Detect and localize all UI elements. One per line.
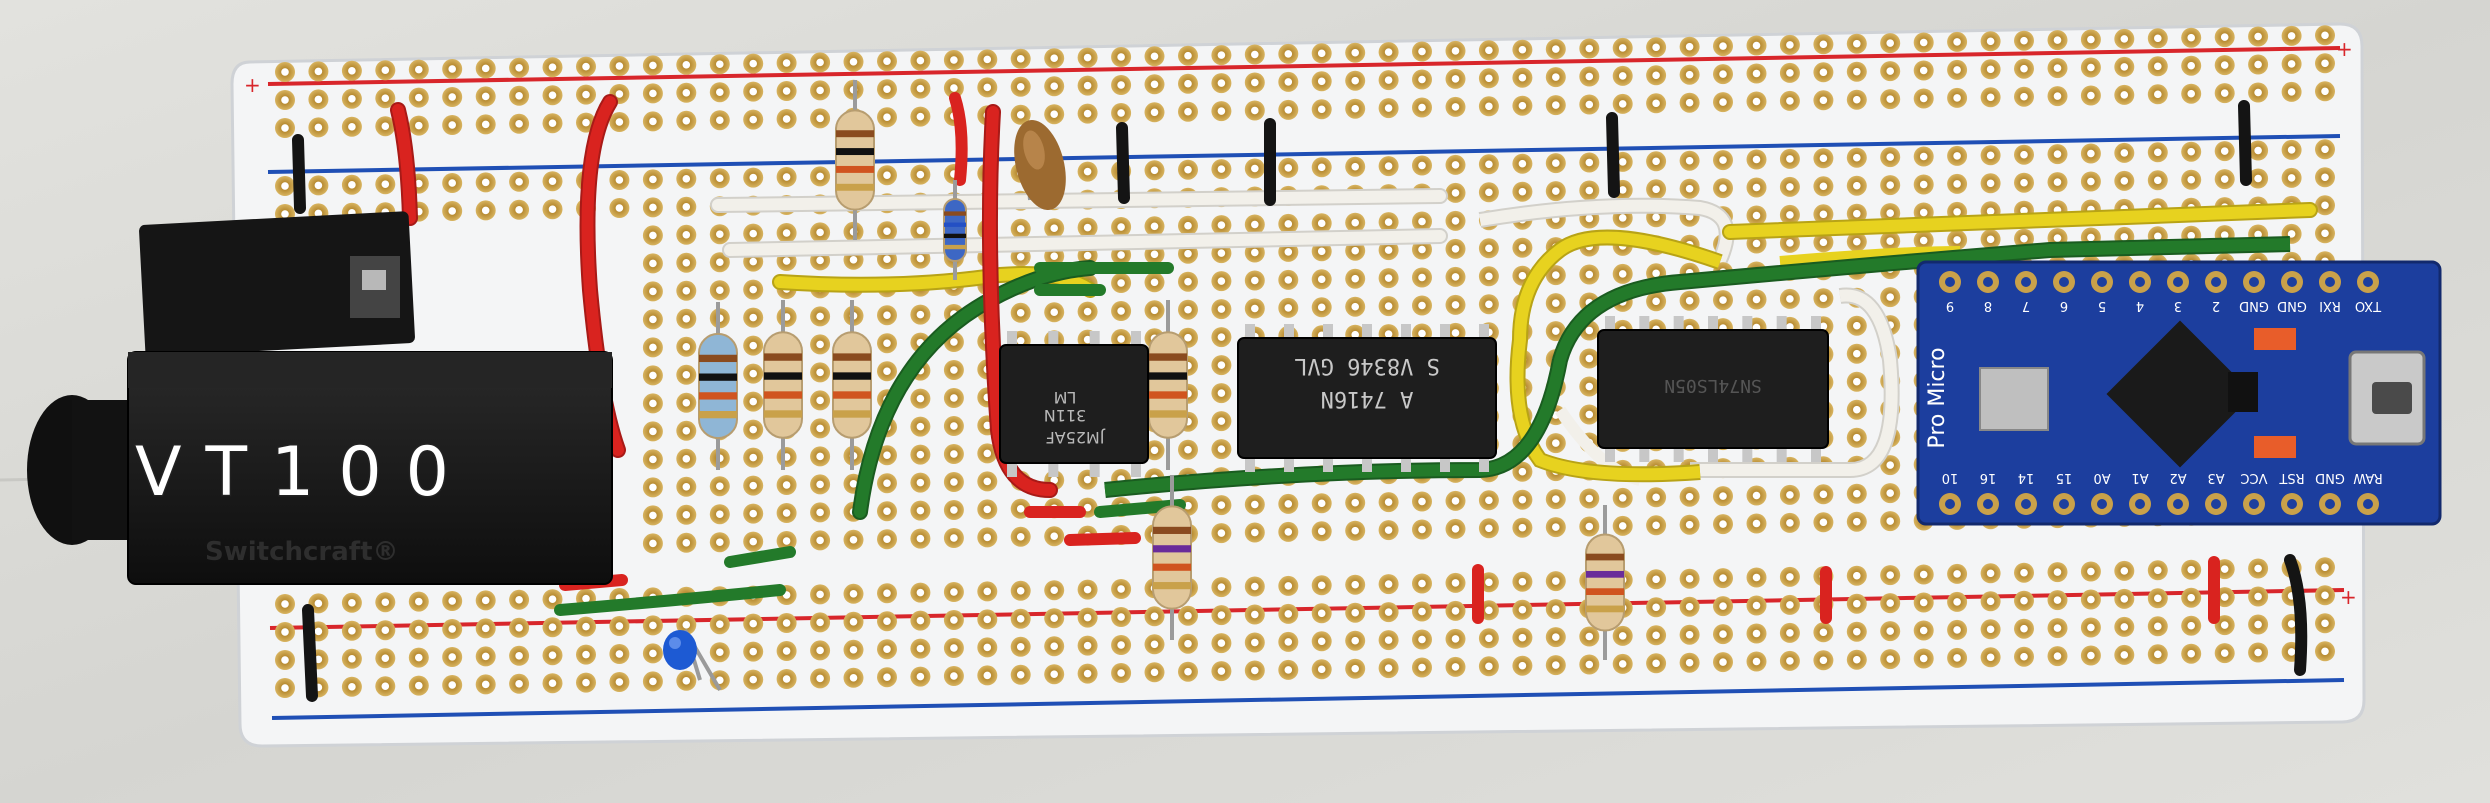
pro-micro-bottom-pin-label: RST	[2279, 470, 2304, 485]
pro-micro-bottom-pin-label: 16	[1980, 470, 1997, 485]
pro-micro-top-pin-label: RXI	[2319, 298, 2341, 313]
pro-micro-bottom-pin-label: 15	[2056, 470, 2073, 485]
ceramic-capacitor-brown	[1014, 119, 1066, 211]
svg-text:+: +	[2336, 37, 2353, 61]
chip-u2-line-1: S V8346 GVL	[1294, 353, 1440, 378]
pro-micro-bottom-pin-label: RAW	[2353, 470, 2383, 485]
pro-micro-top-pin-label: TXO	[2355, 298, 2382, 313]
pro-micro-top-pin-label: GND	[2239, 298, 2269, 313]
chip-lm311: LM 311N JM25AF	[999, 331, 1149, 477]
top-blue-rail	[267, 134, 2341, 174]
top-red-rail	[267, 46, 2341, 86]
pro-micro-bottom-pin-label: A0	[2093, 470, 2110, 485]
pro-micro-top-pin-label: 5	[2098, 298, 2106, 313]
resistors	[698, 80, 1625, 660]
pro-micro-bottom-pin-label: 14	[2018, 470, 2035, 485]
svg-text:+: +	[244, 73, 261, 97]
audio-jack-vt100: VT100 Switchcraft®	[27, 351, 613, 585]
jack-label-vt100: VT100	[135, 433, 473, 512]
jack-brand: Switchcraft®	[205, 537, 399, 567]
chip-74ls05: SN74LS05N	[1597, 316, 1829, 462]
chip-u1-line-2: 311N	[1044, 406, 1087, 425]
pro-micro-bottom-pin-label: 10	[1942, 470, 1959, 485]
pro-micro-top-pin-label: 4	[2136, 298, 2144, 313]
pro-micro-top-pin-label: 3	[2174, 298, 2182, 313]
dc-barrel-jack	[139, 211, 415, 357]
pro-micro-top-pin-label: 6	[2060, 298, 2068, 313]
chip-u1-line-1: LM	[1054, 388, 1077, 407]
svg-text:+: +	[2340, 585, 2357, 609]
jumper-wires	[292, 92, 2318, 702]
pro-micro-title: Pro Micro	[1925, 347, 1950, 448]
pro-micro-bottom-pin-label: GND	[2315, 470, 2345, 485]
pro-micro-top-pin-label: 7	[2022, 298, 2030, 313]
ceramic-capacitor-blue	[663, 628, 722, 692]
chip-u1-line-3: JM25AF	[1045, 428, 1105, 447]
pro-micro-bottom-pin-label: A2	[2169, 470, 2186, 485]
pro-micro-bottom-pin-label: A3	[2207, 470, 2224, 485]
chip-u2-line-2: A 7416N	[1321, 386, 1414, 411]
bottom-blue-rail	[271, 678, 2345, 720]
pro-micro-top-pin-label: 9	[1946, 298, 1954, 313]
chip-7416: S V8346 GVL A 7416N	[1237, 324, 1497, 472]
pro-micro-top-pin-label: 2	[2212, 298, 2220, 313]
pro-micro-top-pin-label: 8	[1984, 298, 1992, 313]
chip-u3-line-1: SN74LS05N	[1664, 375, 1762, 396]
pro-micro-bottom-pin-label: VCC	[2240, 470, 2267, 485]
pro-micro-bottom-pin-label: A1	[2131, 470, 2148, 485]
pro-micro-top-pin-label: GND	[2277, 298, 2307, 313]
